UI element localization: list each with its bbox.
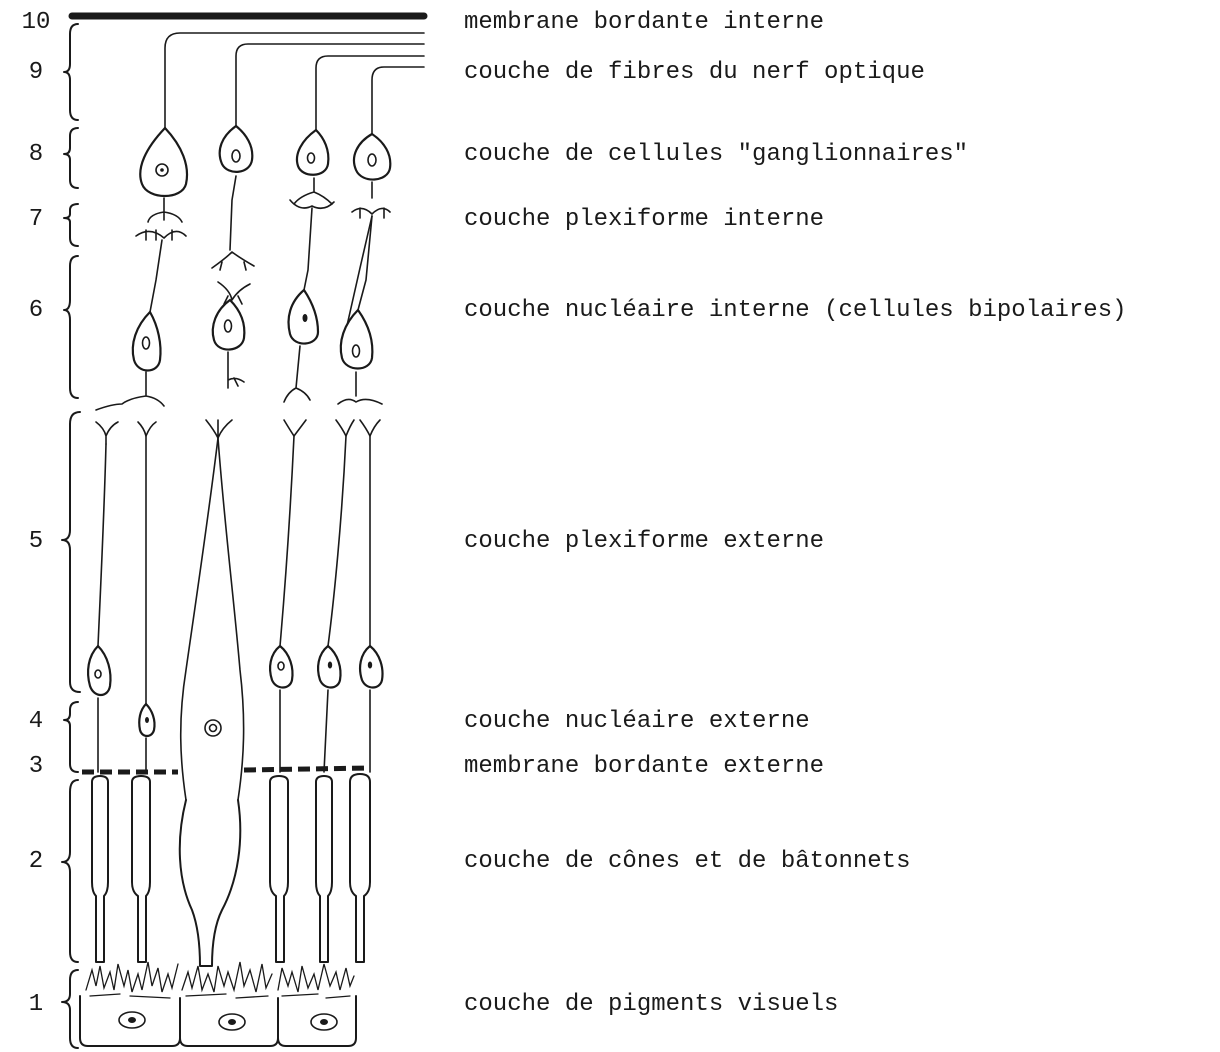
cone-1 (180, 800, 241, 966)
layer-number-9: 9 (29, 59, 43, 86)
layer-label-3: membrane bordante externe (464, 753, 824, 780)
layer-label-8: couche de cellules "ganglionnaires" (464, 141, 968, 168)
layer-number-8: 8 (29, 141, 43, 168)
rod-3 (270, 776, 288, 962)
outer-nuclear-cells (88, 646, 382, 772)
layer-number-4: 4 (29, 708, 43, 735)
layer-label-7: couche plexiforme interne (464, 206, 824, 233)
ganglion-cell-2 (220, 126, 253, 172)
brace-9 (64, 24, 78, 120)
rod-5 (350, 774, 370, 962)
nerve-fiber-4 (372, 67, 424, 134)
outer-plexiform-fibers (96, 420, 380, 800)
layer-number-5: 5 (29, 528, 43, 555)
bipolar-cells (96, 208, 382, 410)
layer-label-5: couche plexiforme externe (464, 528, 824, 555)
cones-and-rods (92, 774, 370, 966)
ganglion-nucleus-4 (368, 154, 376, 166)
ganglion-cells (140, 126, 390, 196)
fiber-cone-1 (98, 444, 106, 646)
layer-label-6: couche nucléaire interne (cellules bipol… (464, 297, 1127, 324)
rod-4 (316, 776, 332, 962)
layer-labels: membrane bordante interne couche de fibr… (464, 9, 1127, 1018)
brace-4 (64, 702, 78, 772)
rod-2 (132, 776, 150, 962)
ganglion-cell-1 (140, 128, 187, 196)
brace-7 (64, 204, 78, 246)
pigment-granules (86, 962, 354, 998)
layer-number-2: 2 (29, 848, 43, 875)
brace-6 (64, 256, 78, 398)
layer-number-3: 3 (29, 753, 43, 780)
outer-limiting-membrane (82, 768, 370, 772)
optic-nerve-fibers (165, 33, 424, 134)
nerve-fiber-1 (165, 33, 424, 128)
fiber-cone-2-right (218, 438, 244, 800)
layer-braces (62, 24, 80, 1048)
pigment-epithelium (80, 962, 356, 1046)
bipolar-cell-4 (341, 310, 373, 369)
layer-label-9: couche de fibres du nerf optique (464, 59, 925, 86)
layer-label-1: couche de pigments visuels (464, 991, 838, 1018)
ganglion-nucleus-2 (232, 150, 240, 162)
ganglion-cell-3 (297, 130, 328, 175)
fiber-rod-2 (280, 436, 294, 646)
layer-numbers: 10 9 8 7 6 5 4 3 2 1 (22, 9, 51, 1018)
layer-number-7: 7 (29, 206, 43, 233)
layer-number-6: 6 (29, 297, 43, 324)
fiber-cone-2-left (181, 438, 218, 800)
brace-5 (62, 412, 80, 692)
rod-1 (92, 776, 108, 962)
fiber-rod-3 (328, 436, 346, 646)
brace-8 (64, 128, 78, 188)
layer-label-10: membrane bordante interne (464, 9, 824, 36)
layer-number-10: 10 (22, 9, 51, 36)
brace-2 (62, 780, 78, 962)
layer-label-4: couche nucléaire externe (464, 708, 810, 735)
brace-1 (62, 970, 78, 1048)
ganglion-nucleus-3 (308, 153, 315, 163)
layer-number-1: 1 (29, 991, 43, 1018)
layer-label-2: couche de cônes et de bâtonnets (464, 848, 910, 875)
